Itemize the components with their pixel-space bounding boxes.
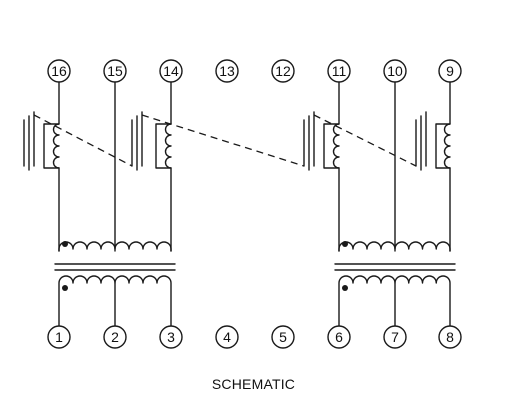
- choke-coil-left-a: [23, 80, 60, 252]
- pin-16[interactable]: 16: [47, 59, 71, 83]
- secondary-winding-right: [338, 241, 451, 252]
- polarity-dot: [62, 241, 68, 247]
- pin-label: 10: [387, 63, 403, 79]
- pin-1[interactable]: 1: [47, 325, 71, 349]
- pin-label: 8: [446, 329, 454, 345]
- left-section: [23, 80, 176, 327]
- schematic-caption: SCHEMATIC: [211, 376, 296, 392]
- secondary-winding-left: [58, 241, 172, 252]
- pin-8[interactable]: 8: [438, 325, 462, 349]
- pin-label: 4: [223, 329, 231, 345]
- pin-6[interactable]: 6: [327, 325, 351, 349]
- pin-label: 9: [446, 63, 454, 79]
- pin-label: 1: [55, 329, 63, 345]
- pin-label: 13: [219, 63, 235, 79]
- pin-11[interactable]: 11: [327, 59, 351, 83]
- pin-label: 11: [332, 63, 347, 79]
- pin-9[interactable]: 9: [438, 59, 462, 83]
- pin-3[interactable]: 3: [159, 325, 183, 349]
- pin-label: 15: [107, 63, 123, 79]
- pin-label: 16: [51, 63, 67, 79]
- pin-4[interactable]: 4: [215, 325, 239, 349]
- choke-coil-left-b: [131, 80, 172, 252]
- pin-label: 7: [391, 329, 399, 345]
- choke-coil-right-a: [303, 80, 340, 252]
- pin-10[interactable]: 10: [383, 59, 407, 83]
- coupling-lines: [33, 114, 417, 167]
- polarity-dot: [342, 285, 348, 291]
- pin-5[interactable]: 5: [271, 325, 295, 349]
- pin-7[interactable]: 7: [383, 325, 407, 349]
- polarity-dot: [62, 285, 68, 291]
- pin-2[interactable]: 2: [103, 325, 127, 349]
- pin-15[interactable]: 15: [103, 59, 127, 83]
- pin-14[interactable]: 14: [159, 59, 183, 83]
- top-pin-row: 16 15 14 13 12 11 10 9: [47, 59, 462, 83]
- pin-13[interactable]: 13: [215, 59, 239, 83]
- pin-label: 14: [163, 63, 179, 79]
- pin-label: 2: [111, 329, 119, 345]
- pin-label: 3: [167, 329, 175, 345]
- pin-label: 12: [275, 63, 291, 79]
- bottom-pin-row: 1 2 3 4 5 6 7 8: [47, 325, 462, 349]
- polarity-dot: [342, 241, 348, 247]
- pin-12[interactable]: 12: [271, 59, 295, 83]
- pin-label: 6: [335, 329, 343, 345]
- pin-label: 5: [279, 329, 287, 345]
- right-section: [303, 80, 456, 327]
- choke-coil-right-b: [415, 80, 451, 252]
